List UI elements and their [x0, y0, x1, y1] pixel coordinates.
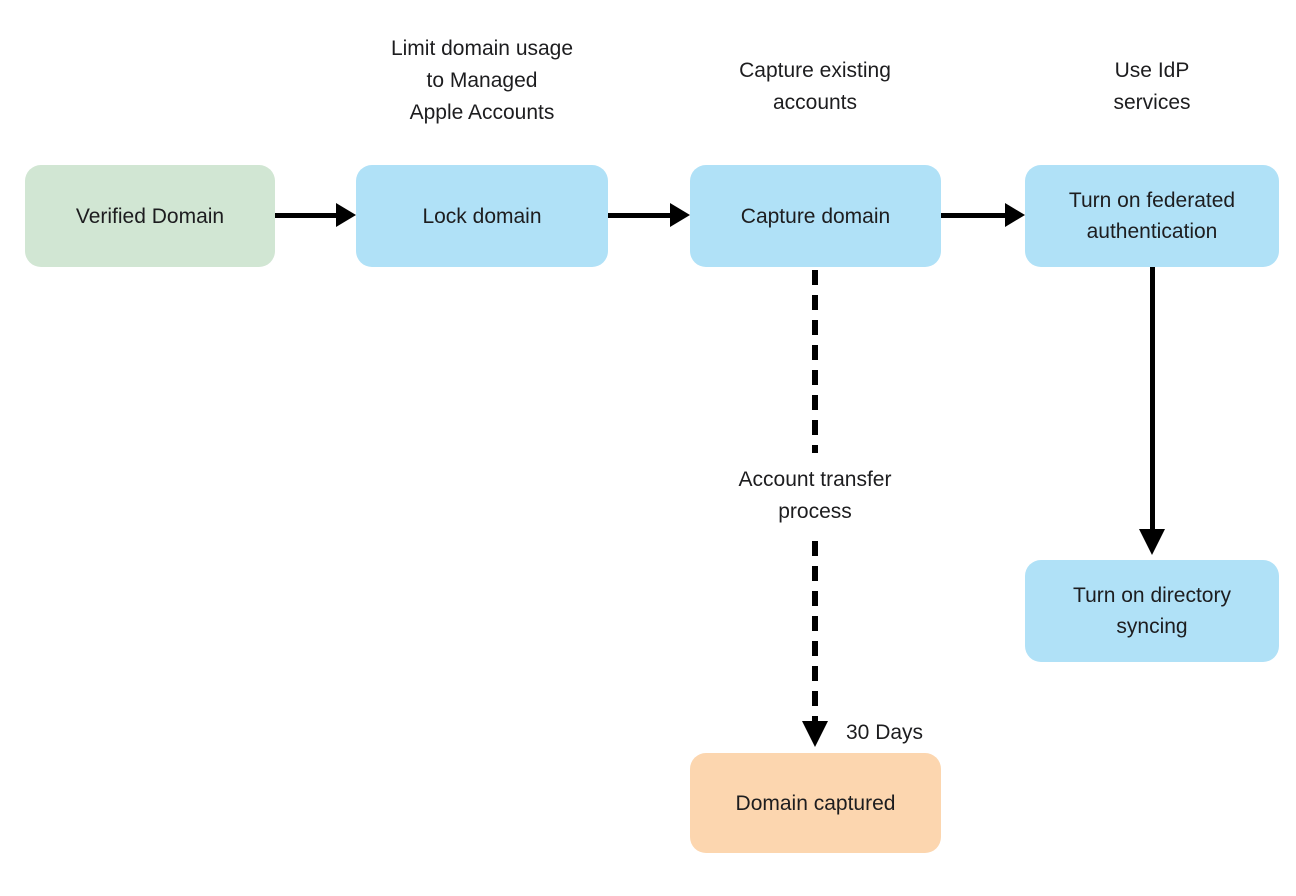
annotation-account-transfer-process: Account transfer process: [738, 468, 892, 523]
node-capture-domain: Capture domain: [690, 165, 941, 267]
arrow-capture-to-federated-line: [941, 213, 1005, 218]
node-verified-domain: Verified Domain: [25, 165, 275, 267]
arrow-federated-to-directory-head-icon: [1139, 529, 1165, 555]
node-domain-captured: Domain captured: [690, 753, 941, 853]
node-turn-on-federated-authentication: Turn on federated authentication: [1025, 165, 1279, 267]
arrow-capture-to-federated-head-icon: [1005, 203, 1025, 227]
annotation-use-idp-services: Use IdP services: [1113, 59, 1191, 114]
arrow-federated-to-directory-line: [1150, 267, 1155, 529]
arrow-verified-to-lock-head-icon: [336, 203, 356, 227]
dashed-arrow-head-icon: [802, 721, 828, 747]
annotation-capture-existing-accounts: Capture existing accounts: [739, 59, 891, 114]
node-turn-on-directory-syncing: Turn on directory syncing: [1025, 560, 1279, 662]
annotation-limit-domain-usage: Limit domain usage to Managed Apple Acco…: [390, 37, 574, 124]
dashed-arrow-upper-segment: [812, 270, 818, 453]
annotation-30-days: 30 Days: [846, 721, 924, 744]
arrow-lock-to-capture-line: [608, 213, 670, 218]
node-lock-domain: Lock domain: [356, 165, 608, 267]
arrow-lock-to-capture-head-icon: [670, 203, 690, 227]
dashed-arrow-lower-segment: [812, 541, 818, 721]
arrow-verified-to-lock-line: [275, 213, 336, 218]
